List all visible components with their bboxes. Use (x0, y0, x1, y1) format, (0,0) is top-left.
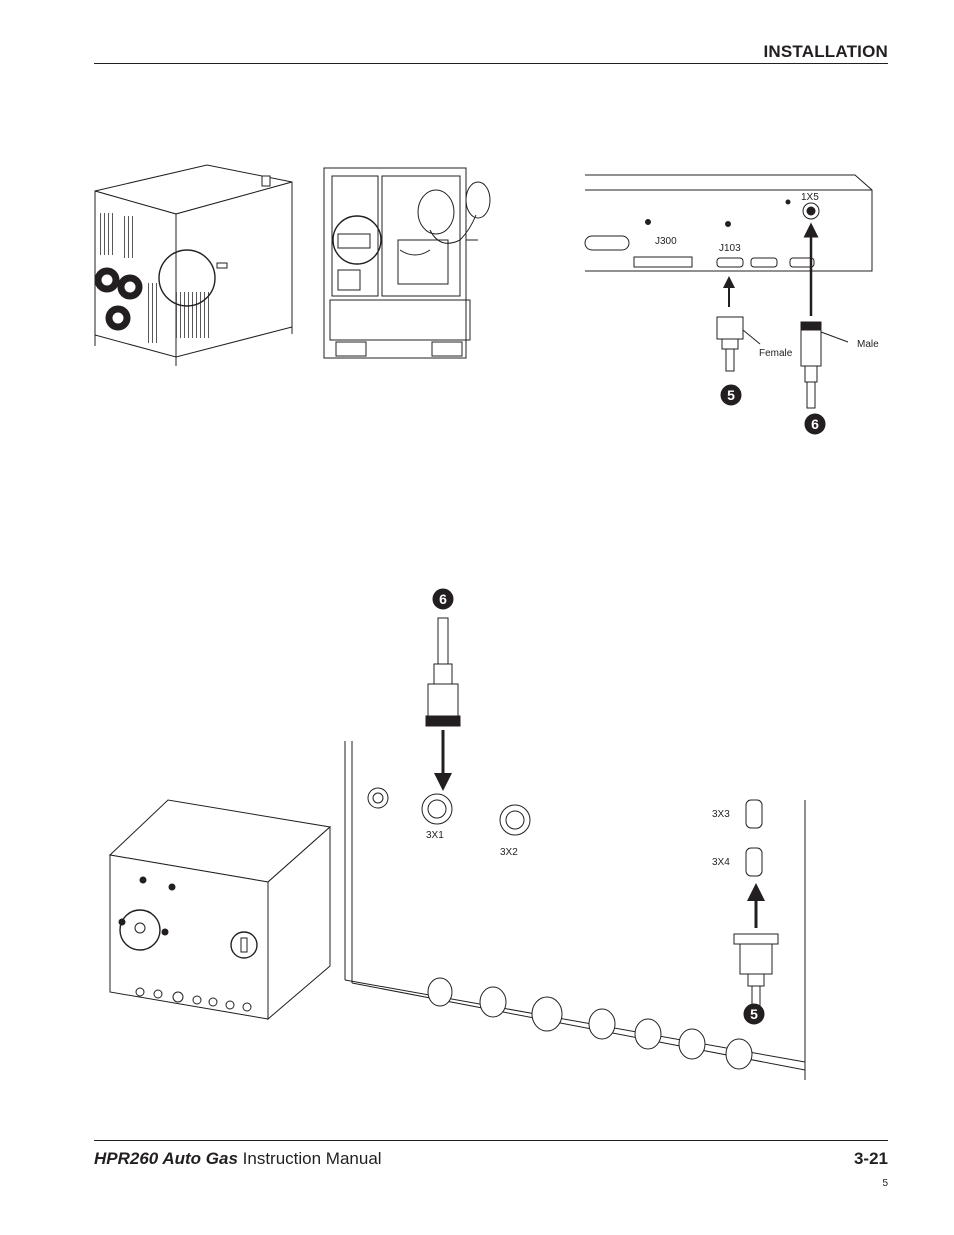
console-rear-panel-illustration (344, 741, 806, 1080)
callout-6-top: 6 (811, 416, 819, 432)
footer-divider (94, 1140, 888, 1141)
3x3-label: 3X3 (712, 809, 730, 820)
page-number: 5 (882, 1178, 888, 1189)
female-label: Female (759, 348, 793, 359)
female-cable-illustration (716, 276, 761, 406)
1x5-label: 1X5 (801, 192, 819, 203)
gas-console-illustration (108, 799, 332, 1021)
callout-6-bottom: 6 (439, 591, 447, 607)
male-label: Male (857, 339, 879, 350)
3x2-label: 3X2 (500, 847, 518, 858)
cable-5-lower-illustration (733, 883, 779, 1025)
callout-5-bottom: 5 (750, 1006, 758, 1022)
section-title: INSTALLATION (763, 42, 888, 61)
footer-manual-title: HPR260 Auto Gas Instruction Manual (94, 1149, 382, 1169)
header-divider (94, 63, 888, 64)
connector-panel-illustration (584, 174, 873, 272)
panel-labels: J300 J103 1X5 (655, 192, 819, 254)
product-name: HPR260 Auto Gas (94, 1149, 238, 1168)
3x1-label: 3X1 (426, 830, 444, 841)
3x4-label: 3X4 (712, 857, 730, 868)
j300-label: J300 (655, 236, 677, 247)
manual-title: Instruction Manual (237, 1149, 382, 1168)
cable-6-lower-illustration (425, 588, 461, 791)
j103-label: J103 (719, 243, 741, 254)
open-cabinet-illustration (323, 167, 491, 359)
callout-5-top: 5 (727, 387, 735, 403)
section-page-number: 3-21 (853, 1149, 888, 1168)
power-supply-illustration (94, 164, 293, 366)
male-cable-illustration (800, 222, 849, 435)
